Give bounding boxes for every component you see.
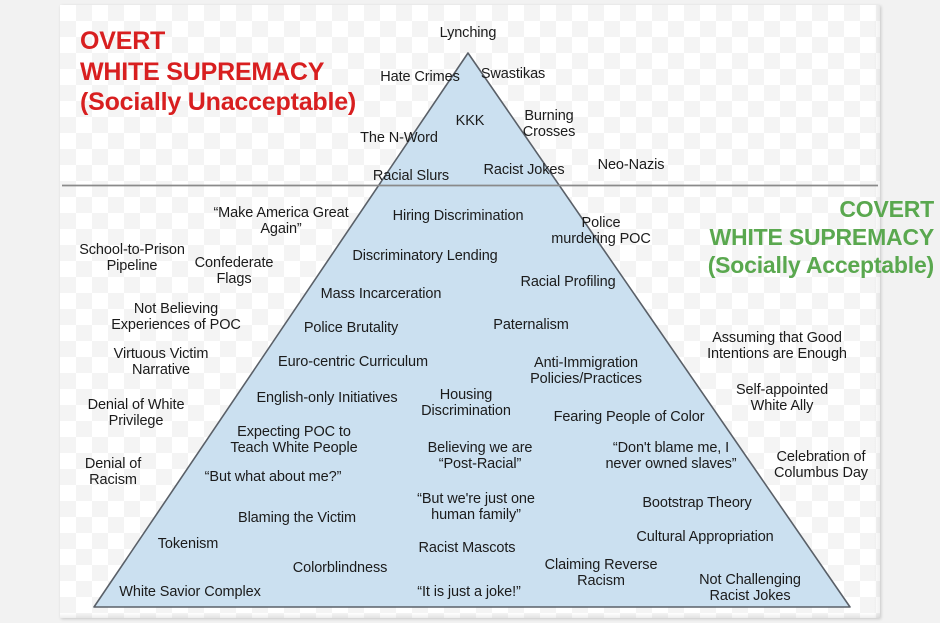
pyramid-label-denial-white-privilege: Denial of White Privilege: [87, 396, 185, 429]
pyramid-label-celebration-columbus: Celebration of Columbus Day: [774, 448, 868, 481]
pyramid-label-racist-jokes: Racist Jokes: [483, 161, 565, 178]
panel-bottom-edge-shadow: [60, 613, 880, 618]
pyramid-label-tokenism: Tokenism: [157, 535, 219, 552]
pyramid-label-bootstrap-theory: Bootstrap Theory: [642, 494, 752, 511]
pyramid-label-fearing-poc: Fearing People of Color: [553, 408, 705, 425]
pyramid-label-believing-post-racial: Believing we are “Post-Racial”: [427, 439, 533, 472]
pyramid-label-confederate-flags: Confederate Flags: [194, 254, 274, 287]
pyramid-label-kkk: KKK: [455, 112, 485, 129]
pyramid-label-colorblindness: Colorblindness: [292, 559, 388, 576]
covert-white-supremacy-heading: COVERT WHITE SUPREMACY (Socially Accepta…: [707, 196, 935, 279]
pyramid-label-self-appointed-ally: Self-appointed White Ally: [735, 381, 829, 414]
pyramid-label-hiring-discrimination: Hiring Discrimination: [392, 207, 524, 224]
pyramid-label-the-n-word: The N-Word: [360, 129, 438, 146]
pyramid-label-hate-crimes: Hate Crimes: [380, 68, 460, 85]
pyramid-label-it-is-just-a-joke: “It is just a joke!”: [417, 583, 521, 600]
pyramid-label-assuming-good-intentions: Assuming that Good Intentions are Enough: [707, 329, 847, 362]
pyramid-label-burning-crosses: Burning Crosses: [522, 107, 576, 140]
pyramid-label-not-believing-poc: Not Believing Experiences of POC: [111, 300, 241, 333]
pyramid-label-virtuous-victim: Virtuous Victim Narrative: [113, 345, 209, 378]
overt-white-supremacy-heading: OVERT WHITE SUPREMACY (Socially Unaccept…: [80, 27, 357, 116]
pyramid-label-blaming-the-victim: Blaming the Victim: [237, 509, 357, 526]
pyramid-label-mass-incarceration: Mass Incarceration: [320, 285, 442, 302]
pyramid-label-cultural-appropriation: Cultural Appropriation: [636, 528, 774, 545]
pyramid-label-anti-immigration: Anti-Immigration Policies/Practices: [530, 354, 642, 387]
panel-right-edge-shadow: [874, 5, 880, 618]
pyramid-label-housing-discrimination: Housing Discrimination: [421, 386, 511, 419]
pyramid-label-school-to-prison: School-to-Prison Pipeline: [79, 241, 185, 274]
pyramid-label-but-what-about-me: “But what about me?”: [204, 468, 342, 485]
pyramid-label-racial-slurs: Racial Slurs: [372, 167, 450, 184]
pyramid-label-racial-profiling: Racial Profiling: [520, 273, 616, 290]
pyramid-label-one-human-family: “But we're just one human family”: [417, 490, 535, 523]
pyramid-label-denial-of-racism: Denial of Racism: [84, 455, 142, 488]
pyramid-label-paternalism: Paternalism: [493, 316, 569, 333]
pyramid-label-english-only: English-only Initiatives: [256, 389, 398, 406]
pyramid-label-neo-nazis: Neo-Nazis: [597, 156, 665, 173]
pyramid-label-swastikas: Swastikas: [480, 65, 546, 82]
pyramid-label-racist-mascots: Racist Mascots: [418, 539, 516, 556]
pyramid-label-discriminatory-lending: Discriminatory Lending: [352, 247, 498, 264]
pyramid-label-police-brutality: Police Brutality: [303, 319, 399, 336]
pyramid-label-police-murdering-poc: Police murdering POC: [551, 214, 651, 247]
pyramid-label-lynching: Lynching: [439, 24, 497, 41]
pyramid-label-euro-centric: Euro-centric Curriculum: [278, 353, 428, 370]
pyramid-label-maga: “Make America Great Again”: [213, 204, 349, 237]
pyramid-label-not-challenging-jokes: Not Challenging Racist Jokes: [699, 571, 801, 604]
pyramid-label-claiming-reverse-racism: Claiming Reverse Racism: [544, 556, 658, 589]
pyramid-label-expecting-poc-teach: Expecting POC to Teach White People: [230, 423, 358, 456]
pyramid-label-white-savior-complex: White Savior Complex: [119, 583, 261, 600]
pyramid-label-dont-blame-me: “Don't blame me, I never owned slaves”: [605, 439, 737, 472]
